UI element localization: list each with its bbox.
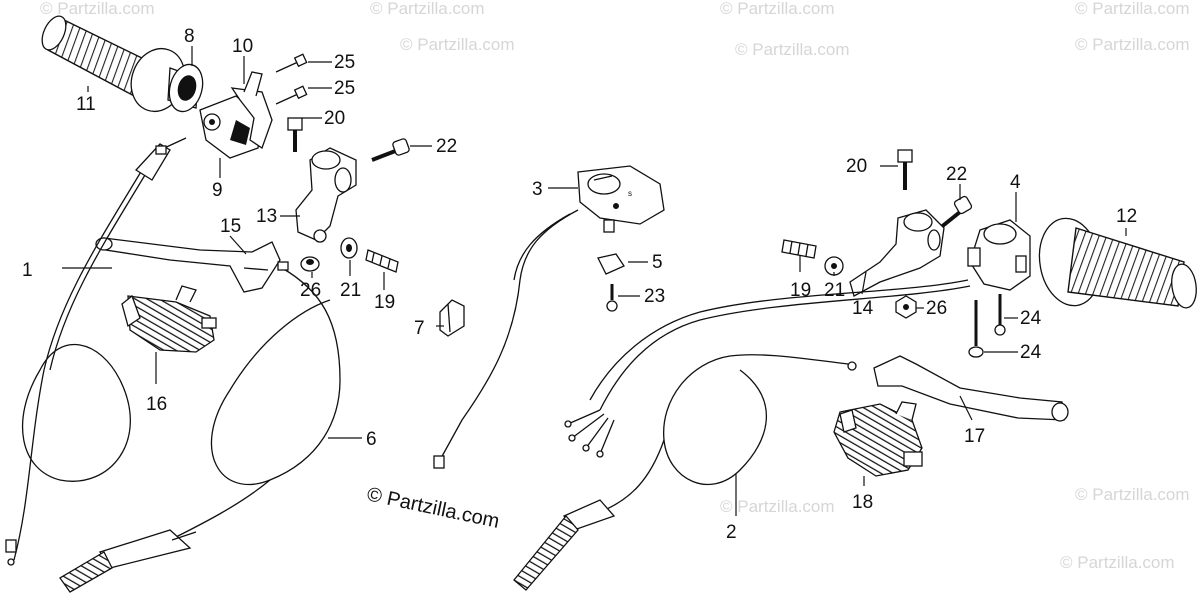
- nut-part-26-right: [895, 295, 917, 319]
- throttle-grip-part-11: [41, 15, 186, 113]
- collar-part-21-left: [340, 237, 358, 259]
- callout-22b: 22: [946, 164, 967, 185]
- pivot-bolt-part-19-left: [365, 249, 399, 273]
- lever-holder-part-14: [849, 209, 945, 297]
- callout-8: 8: [184, 26, 195, 47]
- watermark-text: © Partzilla.com: [720, 0, 835, 18]
- lever-holder-part-13: [295, 147, 357, 243]
- callout-20a: 20: [324, 108, 345, 129]
- callout-1: 1: [22, 260, 33, 281]
- switch-part-16: [121, 285, 217, 353]
- svg-text:s: s: [628, 189, 632, 198]
- screw-part-24: [968, 294, 1006, 358]
- callout-16: 16: [146, 394, 167, 415]
- callout-24b: 24: [1020, 342, 1042, 363]
- callout-4: 4: [1010, 172, 1021, 193]
- callout-9: 9: [212, 180, 223, 201]
- throttle-cable-part-1: [5, 137, 187, 566]
- callout-25b: 25: [334, 78, 355, 99]
- throttle-housing-part-9-10: [199, 71, 273, 159]
- copyright-text: © Partzilla.com: [365, 483, 501, 533]
- callout-23: 23: [644, 286, 665, 307]
- switch-housing-part-3: s: [577, 165, 665, 233]
- throttle-pipe-part-8: [167, 63, 204, 113]
- switch-wire: [433, 209, 579, 469]
- switch-housing-part-4: [967, 219, 1031, 291]
- watermark-text: © Partzilla.com: [1075, 0, 1190, 18]
- switch-part-18: [833, 401, 923, 477]
- screw-part-25: [275, 53, 308, 105]
- nut-part-26-left: [300, 256, 320, 272]
- callout-7: 7: [414, 318, 425, 339]
- bolt-part-22-right: [938, 195, 973, 230]
- bolt-part-22-left: [371, 138, 410, 162]
- brake-lever-part-17: [873, 355, 1069, 422]
- callout-13: 13: [256, 206, 277, 227]
- callout-6: 6: [366, 429, 377, 450]
- callout-20b: 20: [846, 156, 867, 177]
- screw-part-23: [606, 284, 618, 312]
- callout-17: 17: [964, 426, 985, 447]
- bolt-part-20-left: [287, 117, 303, 152]
- grip-part-12: [1038, 217, 1197, 309]
- watermark-text: © Partzilla.com: [1060, 553, 1175, 572]
- watermarks: © Partzilla.com © Partzilla.com © Partzi…: [40, 0, 1190, 572]
- clutch-lever-part-15: [95, 237, 281, 293]
- clip-part-5: [597, 253, 625, 275]
- callout-26a: 26: [300, 280, 321, 301]
- leader-lines: [62, 46, 1127, 516]
- watermark-text: © Partzilla.com: [400, 35, 515, 54]
- cable-part-2: [513, 354, 857, 591]
- bolt-part-20-right: [897, 149, 913, 190]
- watermark-text: © Partzilla.com: [735, 40, 850, 59]
- callout-25a: 25: [334, 52, 355, 73]
- callout-18: 18: [852, 492, 873, 513]
- callout-22a: 22: [436, 136, 457, 157]
- wire-harness: [564, 279, 971, 458]
- watermark-text: © Partzilla.com: [720, 497, 835, 516]
- callout-3: 3: [532, 179, 543, 200]
- callout-24a: 24: [1020, 308, 1042, 329]
- callout-14: 14: [852, 298, 874, 319]
- callout-12: 12: [1116, 206, 1137, 227]
- callout-5: 5: [652, 252, 663, 273]
- watermark-text: © Partzilla.com: [1075, 35, 1190, 54]
- callout-21b: 21: [824, 280, 845, 301]
- callout-26b: 26: [926, 298, 947, 319]
- watermark-text: © Partzilla.com: [1075, 485, 1190, 504]
- callout-19b: 19: [790, 280, 811, 301]
- watermark-text: © Partzilla.com: [370, 0, 485, 18]
- callout-10: 10: [232, 36, 253, 57]
- watermark-text: © Partzilla.com: [40, 0, 155, 18]
- callout-15: 15: [220, 216, 241, 237]
- callout-19a: 19: [374, 292, 395, 313]
- callout-2: 2: [726, 522, 737, 543]
- clutch-cable-part-6: [59, 261, 341, 593]
- pivot-bolt-part-19-right: [781, 239, 817, 259]
- clamp-part-7: [439, 299, 465, 337]
- callout-21a: 21: [340, 280, 361, 301]
- callout-numbers: 1 8 10 11 9 25 25 20 22 13 15 26 21 19 1…: [22, 26, 1137, 543]
- callout-11: 11: [76, 94, 96, 115]
